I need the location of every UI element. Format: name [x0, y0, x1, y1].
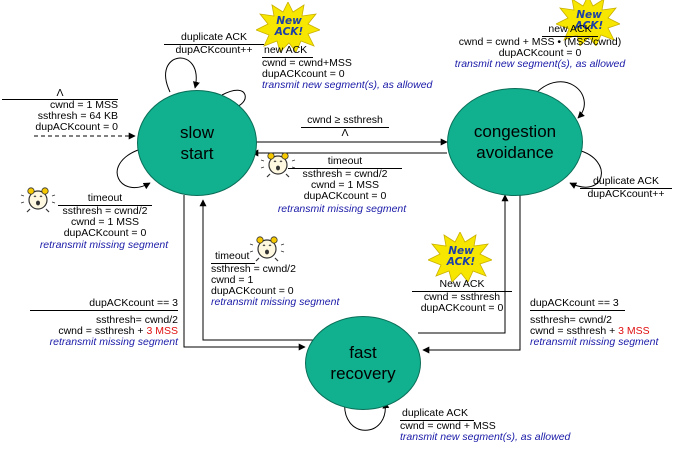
event-text: duplicate ACK [400, 408, 474, 421]
action-text: cwnd = 1 MSS [311, 179, 379, 191]
timeout-clock-icon [20, 187, 56, 213]
state-label: recovery [330, 364, 396, 383]
state-label: congestion [473, 122, 557, 141]
state-label: fast [349, 343, 377, 362]
badge-text: ACK! [574, 20, 604, 32]
action-text: transmit new segment(s), as allowed [454, 58, 626, 70]
ss-timeout-retransmit: retransmit missing segment [30, 240, 178, 251]
event-text: timeout [288, 156, 402, 169]
ss-dup-ack-label: duplicate ACK dupACKcount++ [164, 32, 264, 56]
state-label: avoidance [476, 143, 554, 162]
initial-transition-label: Λ cwnd = 1 MSS ssthresh = 64 KB dupACKco… [2, 88, 118, 133]
action-text: cwnd = cwnd + MSS [400, 420, 496, 432]
action-text: retransmit missing segment [49, 336, 178, 348]
action-text: dupACKcount = 0 [303, 190, 387, 202]
ca-to-fr-label: dupACKcount == 3 ssthresh= cwnd/2 cwnd =… [530, 298, 658, 348]
action-text: dupACKcount = 0 [498, 47, 582, 59]
action-text: retransmit missing segment [530, 336, 659, 348]
badge-text: New [276, 15, 302, 27]
action-text: dupACKcount = 0 [63, 227, 147, 239]
action-text: cwnd = 1 [211, 274, 254, 286]
ss-to-ca-label: cwnd ≥ ssthresh Λ [290, 115, 400, 139]
action-text: dupACKcount = 0 [211, 285, 294, 297]
action-text: cwnd = ssthresh + [58, 325, 147, 337]
action-highlight-text: 3 MSS [618, 325, 650, 337]
fr-dup-ack-label: duplicate ACK cwnd = cwnd + MSS transmit… [400, 408, 570, 443]
action-highlight-text: 3 MSS [146, 325, 178, 337]
action-text: dupACKcount++ [175, 44, 253, 56]
ca-timeout-label: timeout ssthresh = cwnd/2 cwnd = 1 MSS d… [288, 156, 402, 202]
ss-timeout-loop [116, 149, 151, 190]
event-text: duplicate ACK [580, 176, 672, 189]
event-text: Λ [2, 88, 118, 100]
action-text: ssthresh = cwnd/2 [62, 205, 148, 217]
event-text: duplicate ACK [164, 32, 264, 45]
action-text: cwnd = cwnd + MSS • (MSS/cwnd) [458, 36, 622, 48]
fr-dup-ack-loop [344, 399, 390, 431]
action-text: cwnd = ssthresh [423, 291, 501, 303]
action-text: ssthresh = 64 KB [37, 110, 118, 122]
ss-dup-ack-loop [165, 57, 200, 93]
action-text: cwnd = 1 MSS [50, 99, 118, 111]
event-text: new ACK [542, 24, 598, 37]
state-slow-start: slow start [137, 90, 257, 196]
action-text: cwnd = 1 MSS [71, 216, 139, 228]
ca-to-fr-arrow [422, 195, 521, 354]
ca-new-ack-loop [529, 81, 585, 119]
action-text: ssthresh = cwnd/2 [302, 168, 388, 180]
state-congestion-avoidance: congestion avoidance [447, 88, 583, 196]
action-text: transmit new segment(s), as allowed [262, 79, 433, 91]
action-text: cwnd = ssthresh + [530, 325, 619, 337]
ca-dup-ack-loop [569, 149, 602, 189]
action-text: ssthresh= cwnd/2 [530, 314, 613, 326]
new-ack-badge-icon: New ACK! [556, 0, 620, 46]
badge-text: New [576, 9, 602, 21]
ss-timeout-label: timeout ssthresh = cwnd/2 cwnd = 1 MSS d… [58, 193, 152, 239]
action-text: dupACKcount = 0 [35, 121, 118, 133]
event-text: cwnd ≥ ssthresh [301, 115, 389, 128]
action-text: ssthresh= cwnd/2 [95, 314, 178, 326]
badge-text: ACK! [446, 256, 476, 268]
event-text: dupACKcount == 3 [530, 298, 625, 311]
badge-text: New [448, 245, 474, 257]
ss-new-ack-label: new ACK cwnd = cwnd+MSS dupACKcount = 0 … [262, 45, 432, 91]
action-text: retransmit missing segment [39, 239, 169, 251]
fr-to-ss-arrow [199, 199, 318, 341]
badge-text: ACK! [274, 26, 304, 38]
ss-to-fr-arrow [183, 195, 306, 351]
new-ack-badge-icon: New ACK! [256, 2, 320, 52]
fr-new-ack-label: New ACK cwnd = ssthresh dupACKcount = 0 [412, 279, 512, 314]
action-text: ssthresh = cwnd/2 [211, 263, 296, 275]
state-label: start [180, 144, 214, 163]
action-text: transmit new segment(s), as allowed [400, 431, 571, 443]
action-text: dupACKcount++ [587, 188, 665, 200]
event-text: timeout [211, 251, 256, 264]
ca-dup-ack-label: duplicate ACK dupACKcount++ [580, 176, 672, 200]
action-text: retransmit missing segment [211, 296, 340, 308]
event-text: dupACKcount == 3 [30, 298, 178, 311]
state-fast-recovery: fast recovery [305, 316, 421, 410]
ss-to-fr-label: dupACKcount == 3 ssthresh= cwnd/2 cwnd =… [30, 298, 178, 348]
action-text: dupACKcount = 0 [420, 302, 504, 314]
action-text: dupACKcount = 0 [262, 68, 345, 80]
event-text: timeout [58, 193, 152, 206]
fr-to-ca-arrow [418, 194, 509, 334]
ca-timeout-retransmit: retransmit missing segment [268, 204, 416, 215]
new-ack-badge-icon: New ACK! [428, 232, 492, 282]
state-label: slow [179, 123, 214, 142]
action-text: retransmit missing segment [277, 203, 407, 215]
ca-new-ack-label: new ACK cwnd = cwnd + MSS • (MSS/cwnd) d… [445, 24, 635, 70]
event-text: New ACK [412, 279, 512, 292]
action-text: cwnd = cwnd+MSS [262, 57, 352, 69]
event-text: new ACK [262, 45, 314, 58]
fr-timeout-label: timeout ssthresh = cwnd/2 cwnd = 1 dupAC… [211, 251, 339, 308]
action-text: Λ [341, 127, 349, 139]
